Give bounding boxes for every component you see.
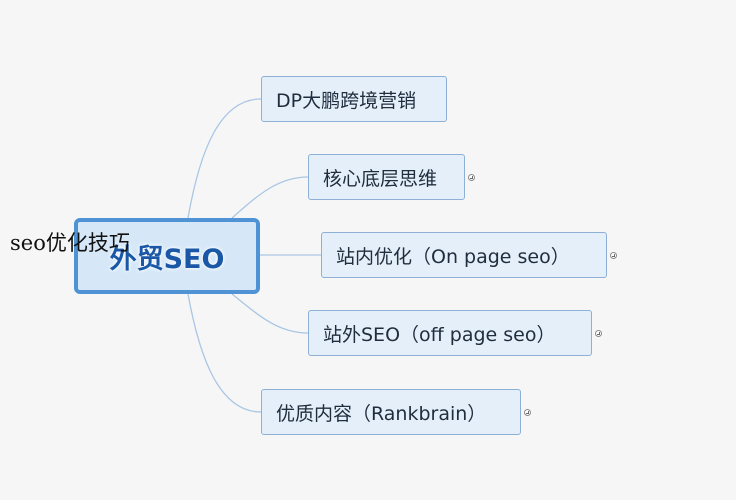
branch-node-core-thinking[interactable]: 核心底层思维 [308, 154, 465, 200]
connector-to-dp-brand [187, 98, 262, 219]
expand-plus-icon[interactable] [595, 330, 602, 337]
root-node-label: 外贸SEO [109, 243, 225, 275]
branch-node-label: 核心底层思维 [323, 167, 438, 190]
branch-node-label: 优质内容（Rankbrain） [276, 402, 487, 425]
connector-to-off-page [231, 293, 309, 334]
overlay-caption: seo优化技巧 [10, 231, 130, 255]
connector-to-core-thinking [231, 176, 309, 219]
root-node[interactable]: 外贸SEO [74, 218, 260, 294]
branch-node-label: DP大鹏跨境营销 [276, 89, 417, 112]
expand-plus-icon[interactable] [610, 252, 617, 259]
expand-plus-icon[interactable] [468, 174, 475, 181]
connector-to-quality-content [187, 293, 262, 413]
branch-node-label: 站内优化（On page seo） [336, 245, 570, 268]
branch-node-off-page-seo[interactable]: 站外SEO（off page seo） [308, 310, 592, 356]
branch-node-dp-brand[interactable]: DP大鹏跨境营销 [261, 76, 447, 122]
branch-node-on-page-seo[interactable]: 站内优化（On page seo） [321, 232, 607, 278]
branch-node-label: 站外SEO（off page seo） [323, 323, 556, 346]
expand-plus-icon[interactable] [524, 409, 531, 416]
branch-node-quality-content[interactable]: 优质内容（Rankbrain） [261, 389, 521, 435]
